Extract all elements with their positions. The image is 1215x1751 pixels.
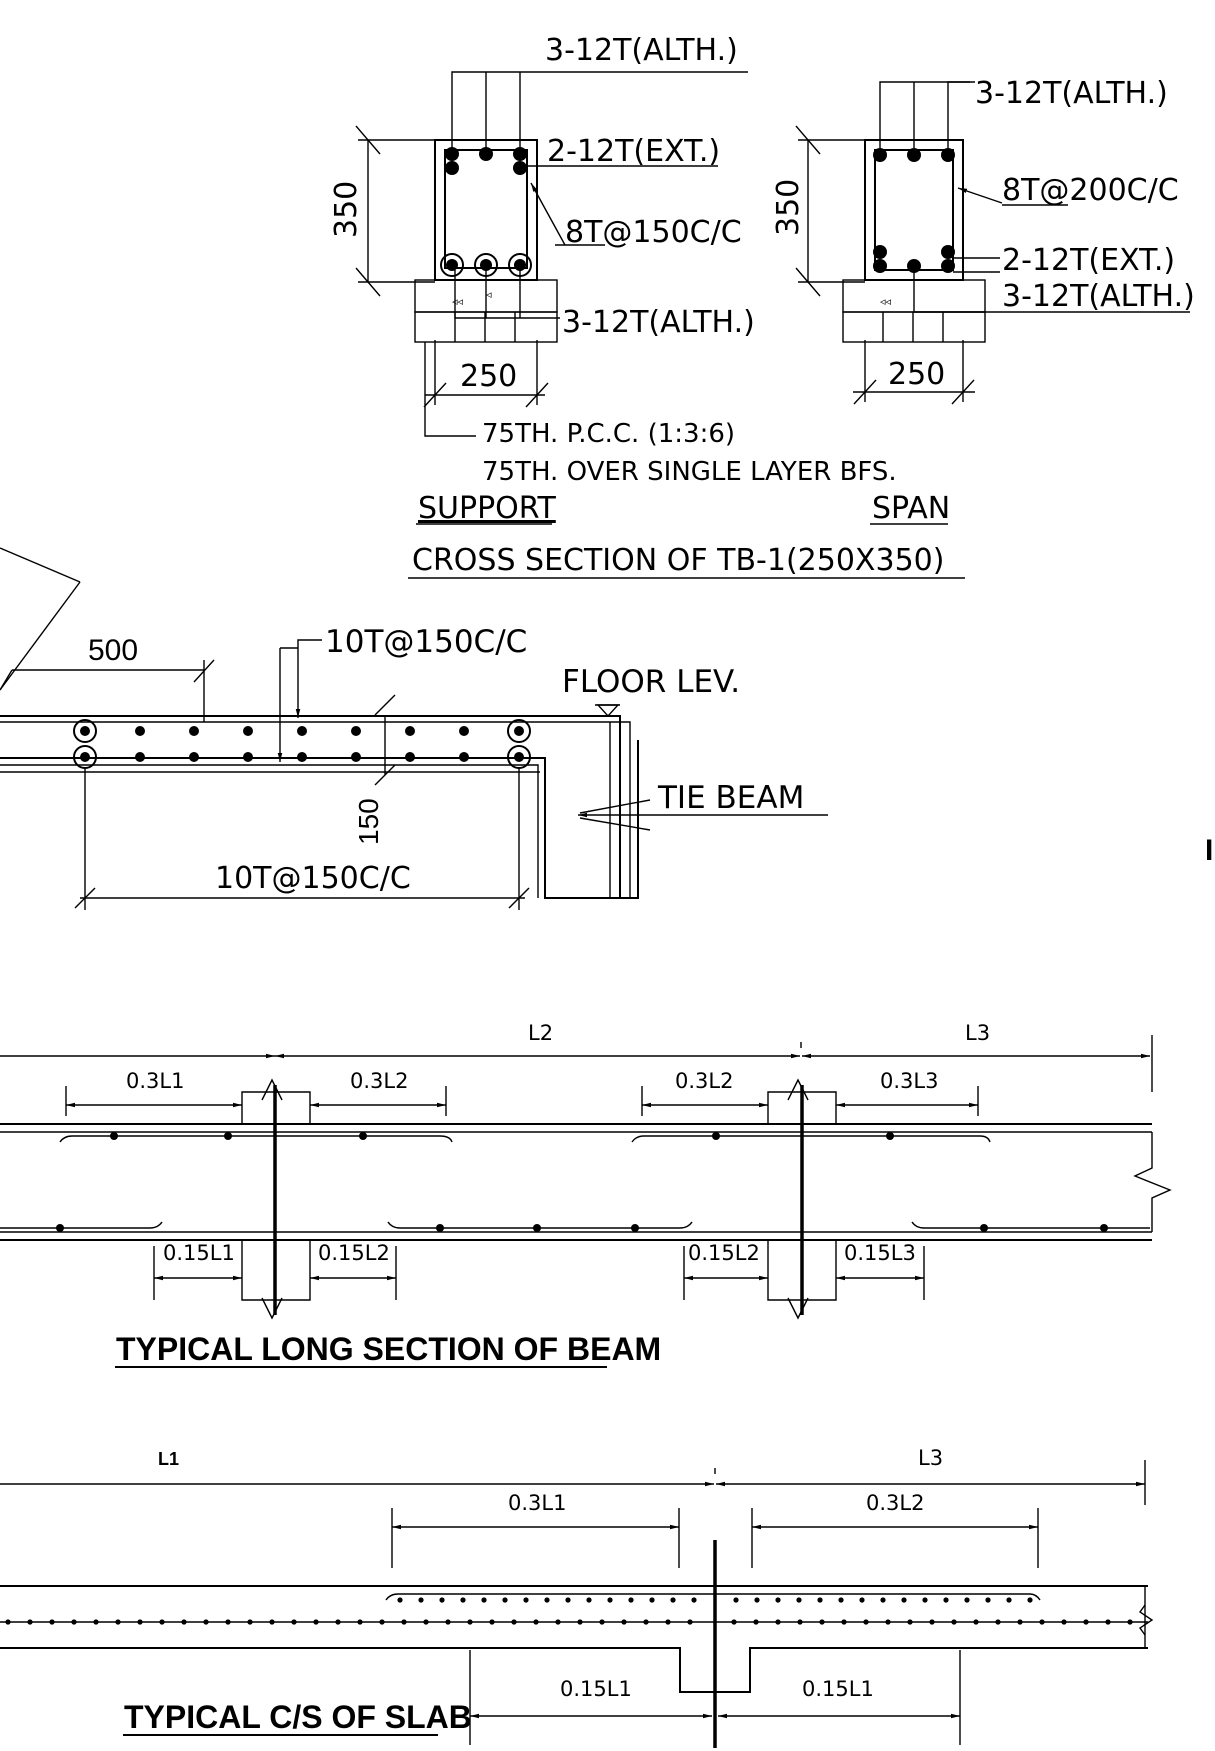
dim-500: 500 [88, 634, 138, 667]
long-015l1-label: 0.15L1 [163, 1241, 235, 1265]
long-l2-label: L2 [528, 1021, 553, 1045]
slab-l3-label: L3 [918, 1446, 943, 1470]
long-015l2-label-a: 0.15L2 [318, 1241, 390, 1265]
pcc-note: 75TH. P.C.C. (1:3:6) [482, 419, 735, 449]
tie-beam-detail [0, 547, 828, 910]
span-alth-bars-label: 3-12T(ALTH.) [1002, 279, 1195, 314]
long-03l1-label: 0.3L1 [126, 1069, 184, 1093]
tie-beam-label: TIE BEAM [657, 780, 804, 816]
span-depth-dim: 350 [771, 179, 806, 236]
slab-015l1-label-a: 0.15L1 [560, 1677, 632, 1701]
long-015l3-label: 0.15L3 [844, 1241, 916, 1265]
svg-text:◃◃: ◃◃ [452, 295, 464, 308]
support-width-dim: 250 [460, 359, 517, 394]
long-03l3-label: 0.3L3 [880, 1069, 938, 1093]
dim-150: 150 [353, 798, 384, 845]
long-015l2-label-b: 0.15L2 [688, 1241, 760, 1265]
tie-top-bars-label: 10T@150C/C [325, 624, 527, 660]
support-depth-dim: 350 [329, 181, 364, 238]
cross-section-title: CROSS SECTION OF TB-1(250X350) [412, 543, 944, 578]
support-top-bars-label: 3-12T(ALTH.) [545, 33, 738, 68]
long-section [0, 1035, 1172, 1320]
slab-rebar-dots [5, 1597, 1133, 1625]
floor-level-label: FLOOR LEV. [562, 664, 740, 700]
slab-03l2-label: 0.3L2 [866, 1491, 924, 1515]
slab-03l1-label: 0.3L1 [508, 1491, 566, 1515]
slab-015l1-label-b: 0.15L1 [802, 1677, 874, 1701]
slab-section-title: TYPICAL C/S OF SLAB [124, 1699, 472, 1735]
slab-section [0, 1460, 1154, 1748]
span-width-dim: 250 [888, 357, 945, 392]
svg-text:I: I [1205, 834, 1213, 867]
svg-text:◃◃: ◃◃ [880, 295, 892, 308]
tie-bottom-bars-label: 10T@150C/C [215, 861, 411, 896]
svg-text:◃: ◃ [486, 288, 492, 301]
span-ext-bars-label: 2-12T(EXT.) [1002, 243, 1175, 278]
span-top-bars-label: 3-12T(ALTH.) [975, 76, 1168, 111]
span-stirrups-label: 8T@200C/C [1002, 173, 1179, 208]
bfs-note: 75TH. OVER SINGLE LAYER BFS. [482, 457, 897, 487]
support-ext-bars-label: 2-12T(EXT.) [547, 134, 720, 169]
long-03l2-label-b: 0.3L2 [675, 1069, 733, 1093]
slab-l1-label: L1 [158, 1449, 179, 1469]
support-stirrups-label: 8T@150C/C [565, 215, 742, 250]
long-section-title: TYPICAL LONG SECTION OF BEAM [116, 1331, 661, 1367]
support-bottom-bars-label: 3-12T(ALTH.) [562, 305, 755, 340]
span-label: SPAN [872, 491, 950, 526]
span-section: ◃◃ [795, 81, 1190, 405]
support-section: ◃◃ ◃ [355, 71, 748, 437]
long-03l2-label-a: 0.3L2 [350, 1069, 408, 1093]
support-label: SUPPORT [418, 491, 556, 526]
long-l3-label: L3 [965, 1021, 990, 1045]
